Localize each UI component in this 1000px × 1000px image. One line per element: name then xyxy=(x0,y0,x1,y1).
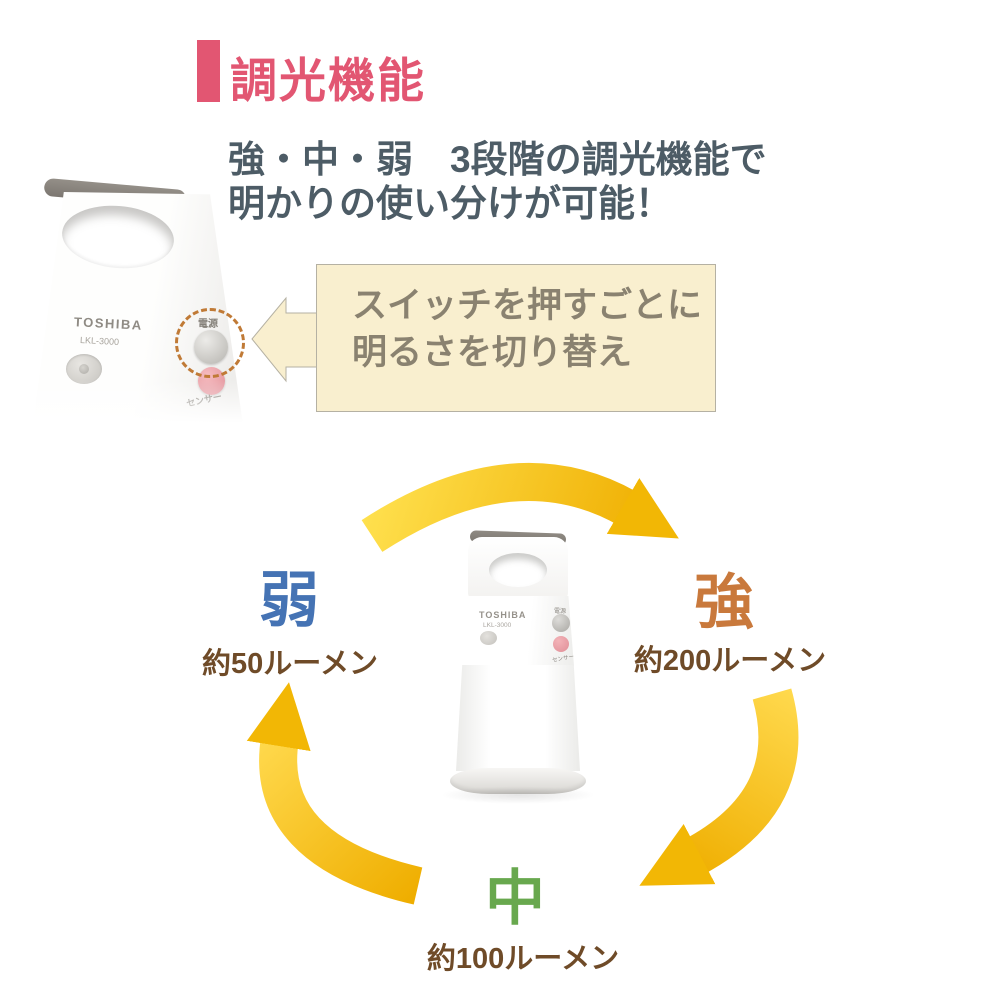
sensor-mode-button xyxy=(553,636,569,652)
mode-medium-lumens: 約100ルーメン xyxy=(426,943,620,975)
mode-weak-label: 弱 xyxy=(259,567,319,634)
product-brand: TOSHIBA xyxy=(479,610,527,620)
motion-sensor xyxy=(66,354,102,384)
intro-text: 強・中・弱 3段階の調光機能で 明かりの使い分けが可能！ xyxy=(228,138,767,226)
mode-weak-lumens: 約50ルーメン xyxy=(201,648,379,680)
callout-line1: スイッチを押すごとに xyxy=(352,286,703,325)
power-button-highlight-circle xyxy=(175,308,245,378)
product-model: LKL-3000 xyxy=(483,622,512,629)
product-base xyxy=(450,768,586,794)
power-button-label: 電源 xyxy=(198,319,218,330)
mode-medium-label: 中 xyxy=(485,865,545,932)
product-shadow xyxy=(440,786,596,804)
power-button-label: 電源 xyxy=(554,609,567,615)
product-closeup: TOSHIBA LKL-3000 電源 センサー xyxy=(22,177,252,432)
product-model: LKL-3000 xyxy=(79,334,120,348)
page-title: 調光機能 xyxy=(230,54,426,107)
lamp-shade xyxy=(456,665,580,771)
cycle-arrow-right xyxy=(639,688,799,886)
cycle-arrow-left xyxy=(246,682,423,905)
product-full: TOSHIBA LKL-3000 電源 センサー xyxy=(440,528,622,818)
intro-line1: 強・中・弱 3段階の調光機能で xyxy=(228,139,767,180)
callout-text: スイッチを押すごとに 明るさを切り替え xyxy=(352,282,702,376)
intro-line2: 明かりの使い分けが可能！ xyxy=(228,183,672,224)
image-fade xyxy=(22,380,252,432)
callout-line2: 明るさを切り替え xyxy=(352,333,633,372)
power-button xyxy=(552,614,570,632)
motion-sensor xyxy=(480,631,497,645)
title-accent-bar xyxy=(197,40,220,102)
callout-pointer xyxy=(251,296,319,383)
product-body xyxy=(462,596,574,666)
product-handle-hole xyxy=(489,553,547,587)
mode-strong-lumens: 約200ルーメン xyxy=(633,645,827,677)
mode-strong-label: 強 xyxy=(694,569,754,636)
